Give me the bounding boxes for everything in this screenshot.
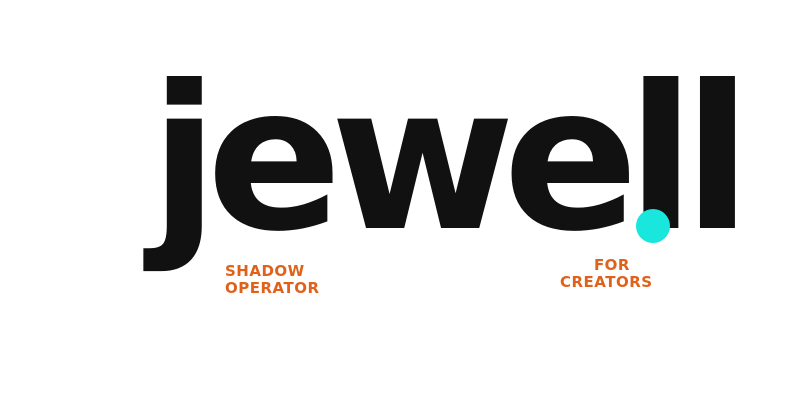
tagline-left: SHADOW OPERATOR	[225, 263, 320, 297]
tagline-left-line1: SHADOW	[225, 262, 305, 280]
logo-dot	[636, 209, 670, 243]
tagline-right: FOR CREATORS	[560, 256, 653, 291]
tagline-right-line1: FOR	[593, 256, 630, 274]
tagline-right-line2: CREATORS	[560, 273, 653, 291]
tagline-left-line2: OPERATOR	[225, 279, 320, 297]
